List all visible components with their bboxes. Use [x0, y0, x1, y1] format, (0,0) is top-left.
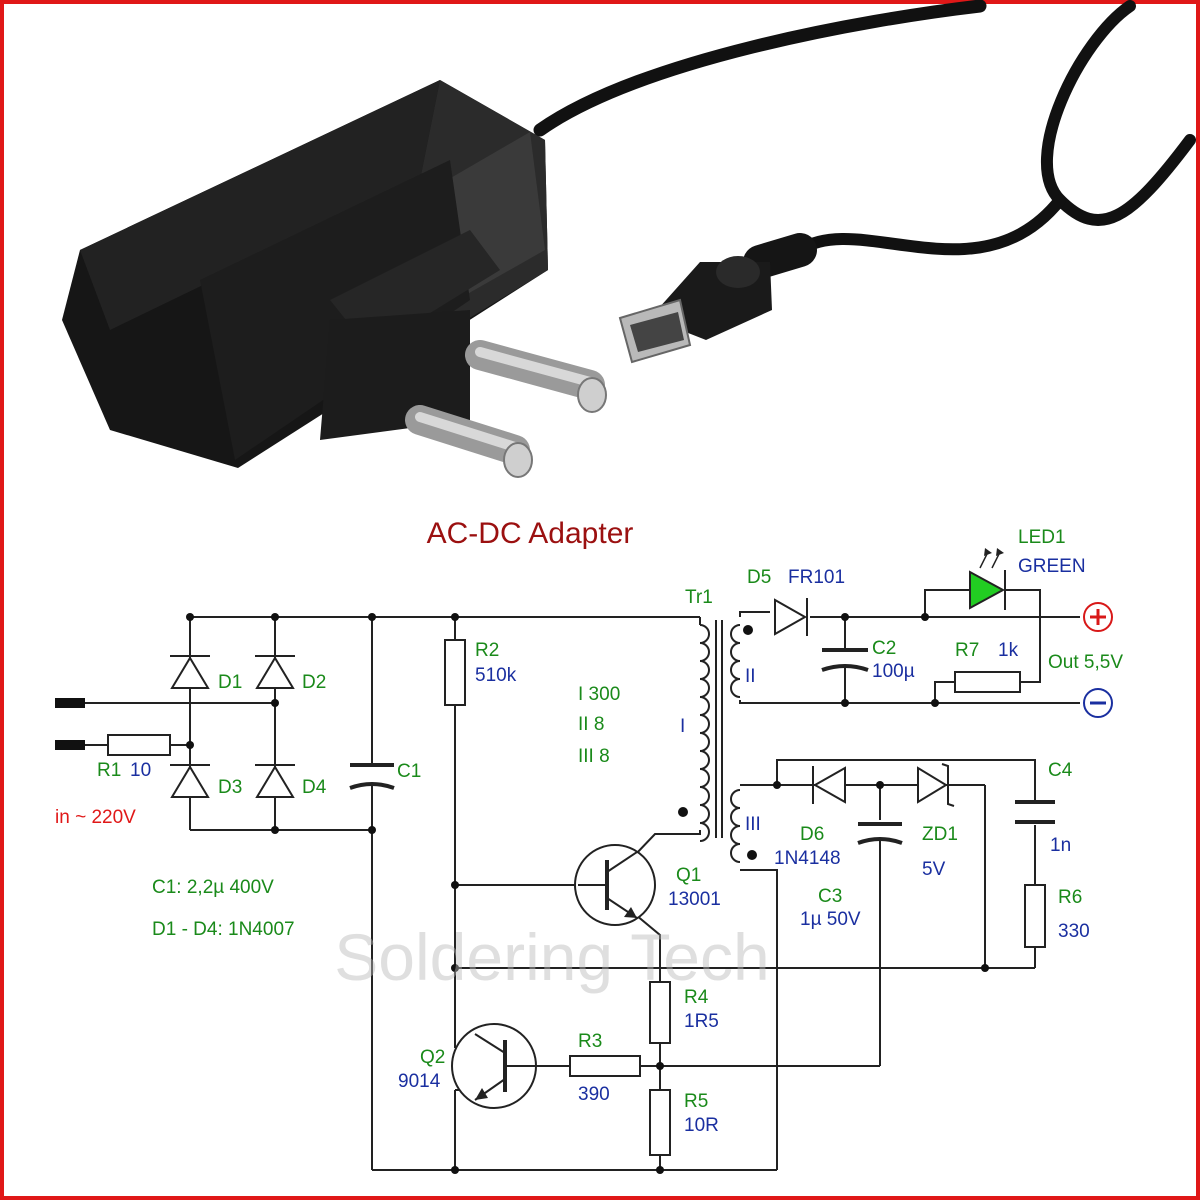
transistor-q2-symbol: [451, 1023, 537, 1109]
diode-d1-symbol: [170, 655, 210, 689]
plug-pins: [320, 310, 607, 478]
label-c1: C1: [397, 761, 421, 782]
resistor-r6-symbol: [1024, 884, 1046, 948]
label-d6: D6: [800, 824, 824, 845]
watermark: Soldering Tech: [334, 920, 769, 994]
label-q1: Q1: [676, 865, 701, 886]
resistor-r4-symbol: [649, 981, 671, 1044]
label-r2: R2: [475, 640, 499, 661]
zener-zd1-symbol: [917, 763, 955, 807]
diode-d4-symbol: [255, 764, 295, 798]
label-zd1-value: 5V: [922, 859, 946, 880]
label-c2: C2: [872, 638, 896, 659]
capacitor-c2-symbol: [821, 648, 869, 672]
output-minus-terminal: [1083, 688, 1113, 718]
label-d4: D4: [302, 777, 327, 798]
label-zd1: ZD1: [922, 824, 958, 845]
label-q2-value: 9014: [398, 1071, 441, 1092]
label-c4-value: 1n: [1050, 835, 1071, 856]
label-winding-iii: III: [745, 814, 761, 835]
label-winding-ii-turns: II 8: [578, 714, 604, 735]
label-q2: Q2: [420, 1047, 445, 1068]
transformer-tr1-symbol: [699, 620, 741, 863]
resistor-r1-symbol: [107, 734, 171, 756]
diagram-title: AC-DC Adapter: [427, 517, 634, 550]
label-d5: D5: [747, 567, 771, 588]
junction-dots: [186, 613, 989, 1174]
label-d2: D2: [302, 672, 326, 693]
label-r5-value: 10R: [684, 1115, 719, 1136]
label-winding-ii: II: [745, 666, 756, 687]
resistor-r7-symbol: [954, 671, 1021, 693]
label-r1-value: 10: [130, 760, 151, 781]
resistor-r5-symbol: [649, 1089, 671, 1156]
label-d3: D3: [218, 777, 242, 798]
label-d5-value: FR101: [788, 567, 845, 588]
transistor-q1-symbol: [574, 844, 656, 926]
label-r6-value: 330: [1058, 921, 1090, 942]
charger-photo: [62, 0, 1196, 478]
diode-d5-symbol: [774, 598, 808, 636]
label-r1: R1: [97, 760, 121, 781]
label-q1-value: 13001: [668, 889, 721, 910]
capacitor-c1-symbol: [349, 763, 395, 790]
input-terminal-2: [55, 740, 85, 750]
label-r6: R6: [1058, 887, 1082, 908]
label-r3-value: 390: [578, 1084, 610, 1105]
resistor-r2-symbol: [444, 639, 466, 706]
label-d1: D1: [218, 672, 242, 693]
micro-usb-connector: [618, 256, 772, 364]
label-tr1: Tr1: [685, 587, 713, 608]
capacitor-c3-symbol: [857, 822, 903, 845]
adapter-body: [62, 80, 548, 468]
input-terminal-1: [55, 698, 85, 708]
label-r4-value: 1R5: [684, 1011, 719, 1032]
label-winding-i: I: [680, 716, 685, 737]
note-bridge-diodes: D1 - D4: 1N4007: [152, 919, 295, 940]
note-c1: C1: 2,2µ 400V: [152, 877, 274, 898]
label-winding-i-turns: I 300: [578, 684, 620, 705]
capacitor-c4-symbol: [1015, 800, 1055, 824]
diode-d3-symbol: [170, 764, 210, 798]
label-r2-value: 510k: [475, 665, 517, 686]
label-c3: C3: [818, 886, 842, 907]
diode-d2-symbol: [255, 655, 295, 689]
label-winding-iii-turns: III 8: [578, 746, 610, 767]
label-r7-value: 1k: [998, 640, 1019, 661]
label-r5: R5: [684, 1091, 708, 1112]
diode-d6-symbol: [812, 766, 846, 804]
label-r4: R4: [684, 987, 709, 1008]
label-r7: R7: [955, 640, 979, 661]
label-c4: C4: [1048, 760, 1073, 781]
label-led1-value: GREEN: [1018, 556, 1086, 577]
led1-symbol: [969, 548, 1006, 610]
component-labels: D1 D2 D3 D4 R1 10 in ~ 220V C1 C1: 2,2µ …: [55, 527, 1123, 1136]
label-c2-value: 100µ: [872, 661, 915, 682]
label-c3-value: 1µ 50V: [800, 909, 861, 930]
label-d6-value: 1N4148: [774, 848, 841, 869]
resistor-r3-symbol: [569, 1055, 641, 1077]
label-output-voltage: Out 5,5V: [1048, 652, 1123, 673]
label-r3: R3: [578, 1031, 602, 1052]
output-plus-terminal: [1083, 602, 1113, 632]
label-input-voltage: in ~ 220V: [55, 807, 136, 828]
label-led1: LED1: [1018, 527, 1066, 548]
